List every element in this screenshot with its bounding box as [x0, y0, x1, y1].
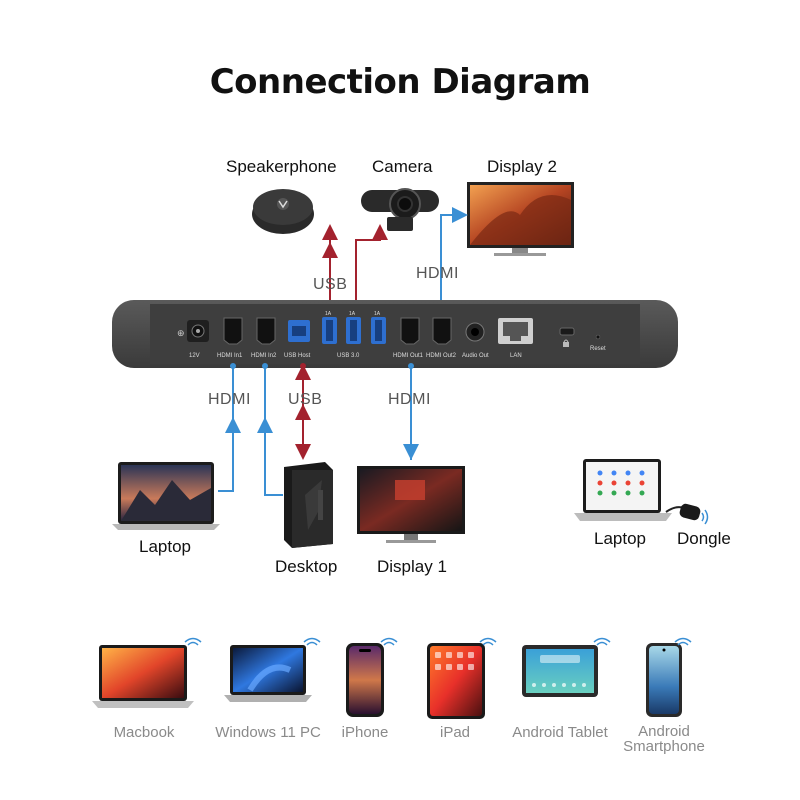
desktop-label: Desktop	[275, 557, 338, 576]
speakerphone-label: Speakerphone	[226, 157, 337, 176]
hdmi-out1-port	[400, 317, 420, 345]
usb30-port-3	[371, 317, 386, 344]
hdmi-top-label: HDMI	[416, 265, 459, 282]
desktop-image	[284, 462, 333, 548]
android-tablet-image	[522, 645, 598, 697]
laptop-hdmi-line	[218, 363, 241, 492]
hdmi-left-label: HDMI	[208, 391, 251, 408]
hdmi-in1-port	[223, 317, 243, 345]
display2-label: Display 2	[487, 157, 557, 176]
dongle-label: Dongle	[677, 529, 731, 548]
display1-label: Display 1	[377, 557, 447, 576]
android-tablet-label: Android Tablet	[512, 724, 608, 741]
android-smartphone-image	[646, 643, 682, 717]
windows-pc-label: Windows 11 PC	[215, 724, 321, 741]
android-smartphone-label-line2: Smartphone	[623, 738, 705, 755]
lan-port	[498, 318, 533, 344]
laptop2-label: Laptop	[594, 529, 646, 548]
hdmi-right-label: HDMI	[388, 391, 431, 408]
hdmi-out2-label: HDMI Out2	[426, 353, 457, 359]
camera-image	[361, 188, 439, 231]
ipad-image	[427, 643, 485, 719]
windows-pc-wifi-icon	[303, 637, 321, 646]
usb30-label: USB 3.0	[337, 353, 360, 359]
iphone-wifi-icon	[380, 637, 398, 646]
usb30-port-2	[346, 317, 361, 344]
audio-out-label: Audio Out	[462, 353, 489, 359]
android-smartphone-label-line1: Android	[638, 723, 690, 740]
speakerphone-usb-line	[322, 224, 338, 309]
page-title: Connection Diagram	[209, 62, 591, 102]
ipad-wifi-icon	[479, 637, 497, 646]
hdmi-in1-label: HDMI In1	[217, 353, 243, 359]
macbook-label: Macbook	[113, 724, 175, 741]
display2-image	[467, 182, 574, 256]
camera-usb-line	[353, 224, 388, 309]
macbook-wifi-icon	[184, 637, 202, 646]
camera-label: Camera	[372, 157, 433, 176]
windows-pc-image	[224, 645, 312, 702]
usb-host-port	[288, 320, 310, 342]
audio-out-port	[465, 322, 485, 342]
laptop2-image	[574, 459, 672, 521]
iphone-label: iPhone	[341, 724, 389, 741]
lock-icon	[559, 327, 575, 347]
usb-top-label: USB	[313, 276, 348, 293]
hdmi-out2-port	[432, 317, 452, 345]
laptop-label: Laptop	[139, 537, 191, 556]
display1-image	[357, 466, 465, 543]
lan-label: LAN	[510, 353, 522, 359]
svg-text:⊕: ⊕	[177, 328, 185, 338]
usb30-port-1	[322, 317, 337, 344]
dock-station: ⊕	[112, 300, 678, 368]
hdmi-out1-label: HDMI Out1	[393, 353, 424, 359]
desktop-usb-line	[295, 363, 311, 460]
usb-amp-label-3: 1A	[374, 311, 381, 317]
iphone-image	[346, 643, 384, 717]
android-smartphone-wifi-icon	[674, 637, 692, 646]
power-port: ⊕	[177, 320, 209, 342]
display1-hdmi-line	[403, 363, 419, 460]
hdmi-in2-label: HDMI In2	[251, 353, 277, 359]
android-smartphone-label: Android Smartphone	[614, 724, 714, 754]
usb-amp-label-1: 1A	[325, 311, 332, 317]
usb-amp-label-2: 1A	[349, 311, 356, 317]
ipad-label: iPad	[439, 724, 471, 741]
power-label: 12V	[189, 353, 200, 359]
dongle-wifi-icon	[701, 509, 709, 525]
reset-button[interactable]	[595, 334, 601, 340]
usb-host-label: USB Host	[284, 353, 311, 359]
hdmi-in2-port	[256, 317, 276, 345]
laptop-image	[112, 462, 220, 530]
usb-bottom-label: USB	[288, 391, 323, 408]
display2-hdmi-line	[438, 207, 468, 309]
desktop-hdmi-line	[257, 363, 283, 496]
speakerphone-image	[252, 189, 314, 234]
dongle-image	[665, 503, 701, 521]
macbook-image	[92, 645, 194, 708]
reset-label: Reset	[590, 346, 606, 352]
android-tablet-wifi-icon	[593, 637, 611, 646]
